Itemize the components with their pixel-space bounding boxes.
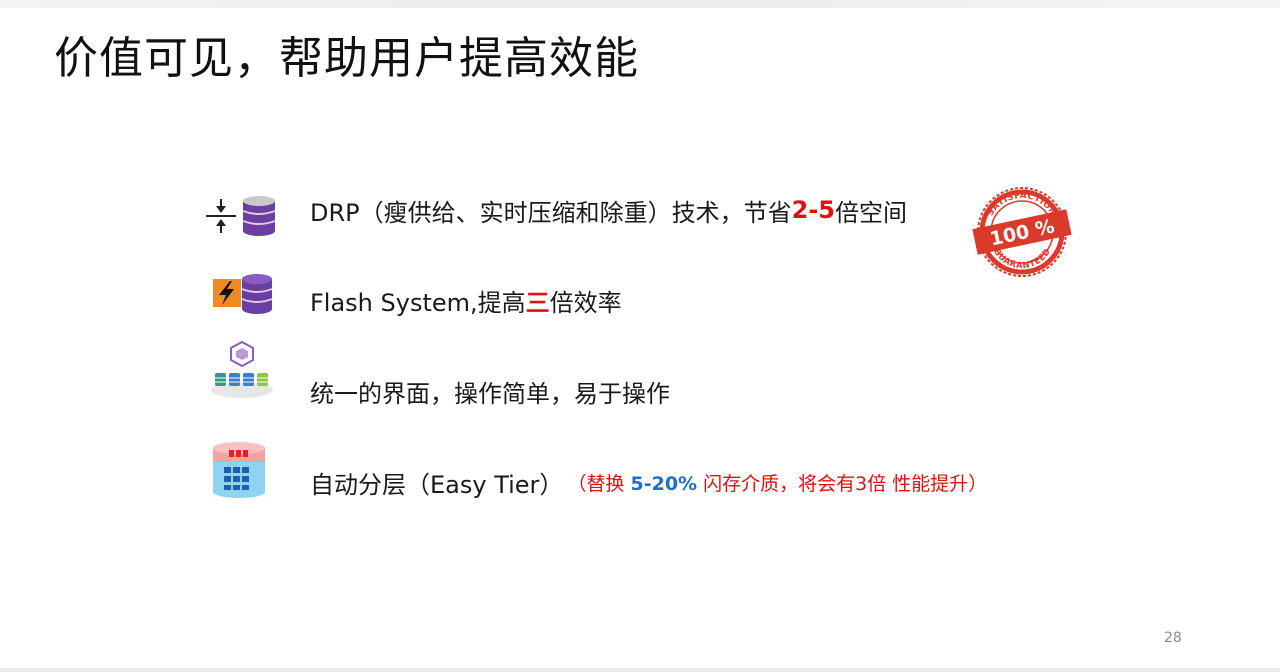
- note-prefix: 替换: [586, 472, 631, 495]
- unified-interface-icon: [211, 340, 273, 398]
- feature-text-suffix: 倍效率: [549, 288, 622, 317]
- flash-database-icon: [213, 274, 273, 314]
- top-decor-bar: [0, 0, 1280, 8]
- feature-note: （替换 5-20% 闪存介质，将会有3倍 性能提升）: [567, 469, 987, 496]
- compress-database-icon: [206, 196, 276, 236]
- feature-highlight: 2-5: [791, 196, 835, 224]
- note-suffix: 闪存介质，将会有3倍 性能提升: [697, 472, 969, 495]
- page-number: 28: [1164, 630, 1182, 646]
- easy-tier-icon: [213, 442, 265, 498]
- feature-text: DRP（瘦供给、实时压缩和除重）技术，节省: [310, 198, 792, 227]
- bottom-decor-bar: [0, 668, 1280, 672]
- feature-text: 自动分层（Easy Tier）: [310, 470, 564, 499]
- feature-item-unified-ui: 统一的界面，操作简单，易于操作: [310, 371, 670, 411]
- feature-text: Flash System,提高: [310, 288, 526, 317]
- feature-text-suffix: 倍空间: [835, 198, 907, 227]
- note-open: （: [567, 472, 587, 495]
- feature-text: 统一的界面，操作简单，易于操作: [310, 379, 670, 408]
- note-highlight: 5-20%: [630, 472, 698, 495]
- feature-item-flash: Flash System,提高三倍效率: [310, 280, 622, 320]
- page-title: 价值可见，帮助用户提高效能: [54, 33, 639, 84]
- satisfaction-seal-icon: SATISFACTION GUARANTEED 100 %: [972, 187, 1072, 277]
- feature-highlight: 三: [525, 288, 550, 317]
- note-close: ）: [968, 472, 988, 495]
- feature-item-easy-tier: 自动分层（Easy Tier） （替换 5-20% 闪存介质，将会有3倍 性能提…: [310, 462, 987, 502]
